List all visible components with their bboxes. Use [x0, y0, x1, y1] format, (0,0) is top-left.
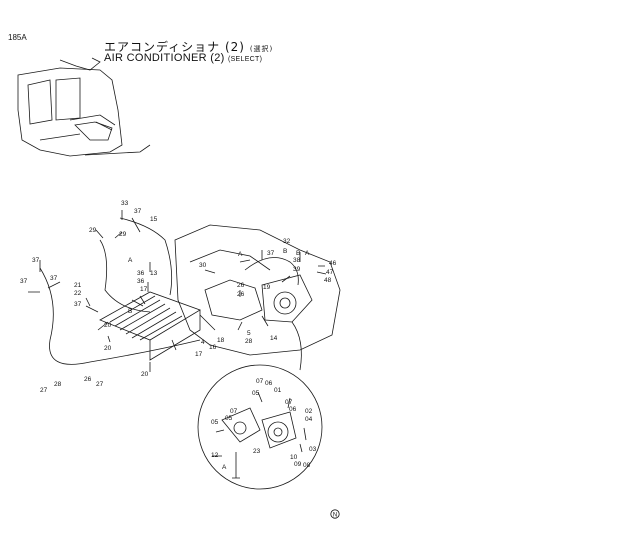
callout-label: 16	[209, 344, 217, 351]
callout-label: 28	[54, 381, 62, 388]
hose-upper	[99, 239, 151, 313]
title-jp-text: エアコンディショナ (2)	[104, 40, 245, 54]
callout-label: 37	[74, 301, 82, 308]
title-japanese: エアコンディショナ (2) (選択)	[104, 38, 273, 55]
detail-label: 06	[289, 406, 297, 413]
detail-label: 07	[285, 399, 293, 406]
callout-label: 22	[74, 290, 82, 297]
callout-label: 47	[326, 269, 334, 276]
callout-label: A	[238, 251, 243, 258]
callout-label: 18	[217, 337, 225, 344]
callout-label: B	[128, 308, 132, 315]
callout-label: 27	[40, 387, 48, 394]
callout-label: 13	[150, 270, 158, 277]
callout-label: 14	[270, 335, 278, 342]
detail-label: 07	[256, 378, 264, 385]
detail-label: 10	[290, 454, 298, 461]
detail-label: 06	[265, 380, 273, 387]
title-en-note: (SELECT)	[227, 56, 263, 63]
callout-label: 26	[84, 376, 92, 383]
callout-label: 19	[263, 284, 271, 291]
callout-label: 15	[150, 216, 158, 223]
callout-label: 4	[201, 339, 205, 346]
hose-right	[244, 257, 299, 286]
engine-block	[174, 224, 341, 356]
callout-label: 37	[267, 250, 275, 257]
callout-label: 36	[137, 270, 145, 277]
callout-label: 17	[140, 286, 148, 293]
callout-label: A	[305, 250, 310, 257]
title-en-text: AIR CONDITIONER (2)	[104, 52, 225, 64]
main-callouts: 33 37 29 29 15 37 36 36 13 17 37 37 21 2…	[20, 200, 337, 394]
callout-label: 38	[293, 257, 301, 264]
callout-label: 37	[32, 257, 40, 264]
footer-mark: N	[330, 509, 340, 521]
callout-label: 20	[141, 371, 149, 378]
detail-circle	[197, 364, 323, 490]
hose-top	[119, 217, 173, 296]
detail-leader	[291, 321, 302, 371]
callout-label: 29	[89, 227, 97, 234]
callout-label: 32	[283, 238, 291, 245]
callout-label: B	[296, 250, 300, 257]
callout-label: 26	[237, 291, 245, 298]
hose-left	[39, 267, 201, 365]
callout-label: 37	[134, 208, 142, 215]
detail-label: 02	[305, 408, 313, 415]
detail-label: 05	[252, 390, 260, 397]
detail-label: 09	[294, 461, 302, 468]
detail-label: 01	[274, 387, 282, 394]
detail-label: 05	[211, 419, 219, 426]
detail-label: 05	[225, 415, 233, 422]
callout-label: 5	[247, 330, 251, 337]
callout-label: 30	[199, 262, 207, 269]
detail-label: 12	[211, 452, 219, 459]
callout-label: 21	[74, 282, 82, 289]
callout-label: 28	[245, 338, 253, 345]
detail-label: 23	[253, 448, 261, 455]
callout-label: 29	[119, 231, 127, 238]
callout-label: 26	[237, 282, 245, 289]
condenser	[99, 291, 201, 361]
callout-label: 37	[50, 275, 58, 282]
page-code: 185A	[8, 33, 27, 42]
detail-label: 03	[309, 446, 317, 453]
callout-label: 37	[20, 278, 28, 285]
detail-label: 07	[230, 408, 238, 415]
callout-label: 39	[293, 266, 301, 273]
detail-callouts: 07 06 01 05 07 06 07 05 02 04 05 12 A 23…	[211, 378, 317, 471]
callout-label: 36	[137, 278, 145, 285]
circled-mark-icon: N	[330, 509, 340, 519]
detail-parts	[212, 391, 307, 479]
title-english: AIR CONDITIONER (2) (SELECT)	[104, 52, 262, 64]
callout-label: 17	[195, 351, 203, 358]
callout-label: 20	[104, 345, 112, 352]
title-jp-note: (選択)	[249, 45, 274, 53]
detail-label: 04	[305, 416, 313, 423]
compressor	[261, 274, 313, 323]
detail-label: 08	[303, 462, 311, 469]
excavator-thumbnail	[17, 57, 151, 157]
callout-label: 48	[324, 277, 332, 284]
callout-label: A	[128, 257, 133, 264]
callout-label: 27	[96, 381, 104, 388]
detail-label: A	[222, 464, 227, 471]
callout-label: 46	[329, 260, 337, 267]
callout-label: 20	[104, 322, 112, 329]
footer-mark-text: N	[333, 512, 337, 518]
callout-label: 33	[121, 200, 129, 207]
callout-label: B	[283, 248, 287, 255]
